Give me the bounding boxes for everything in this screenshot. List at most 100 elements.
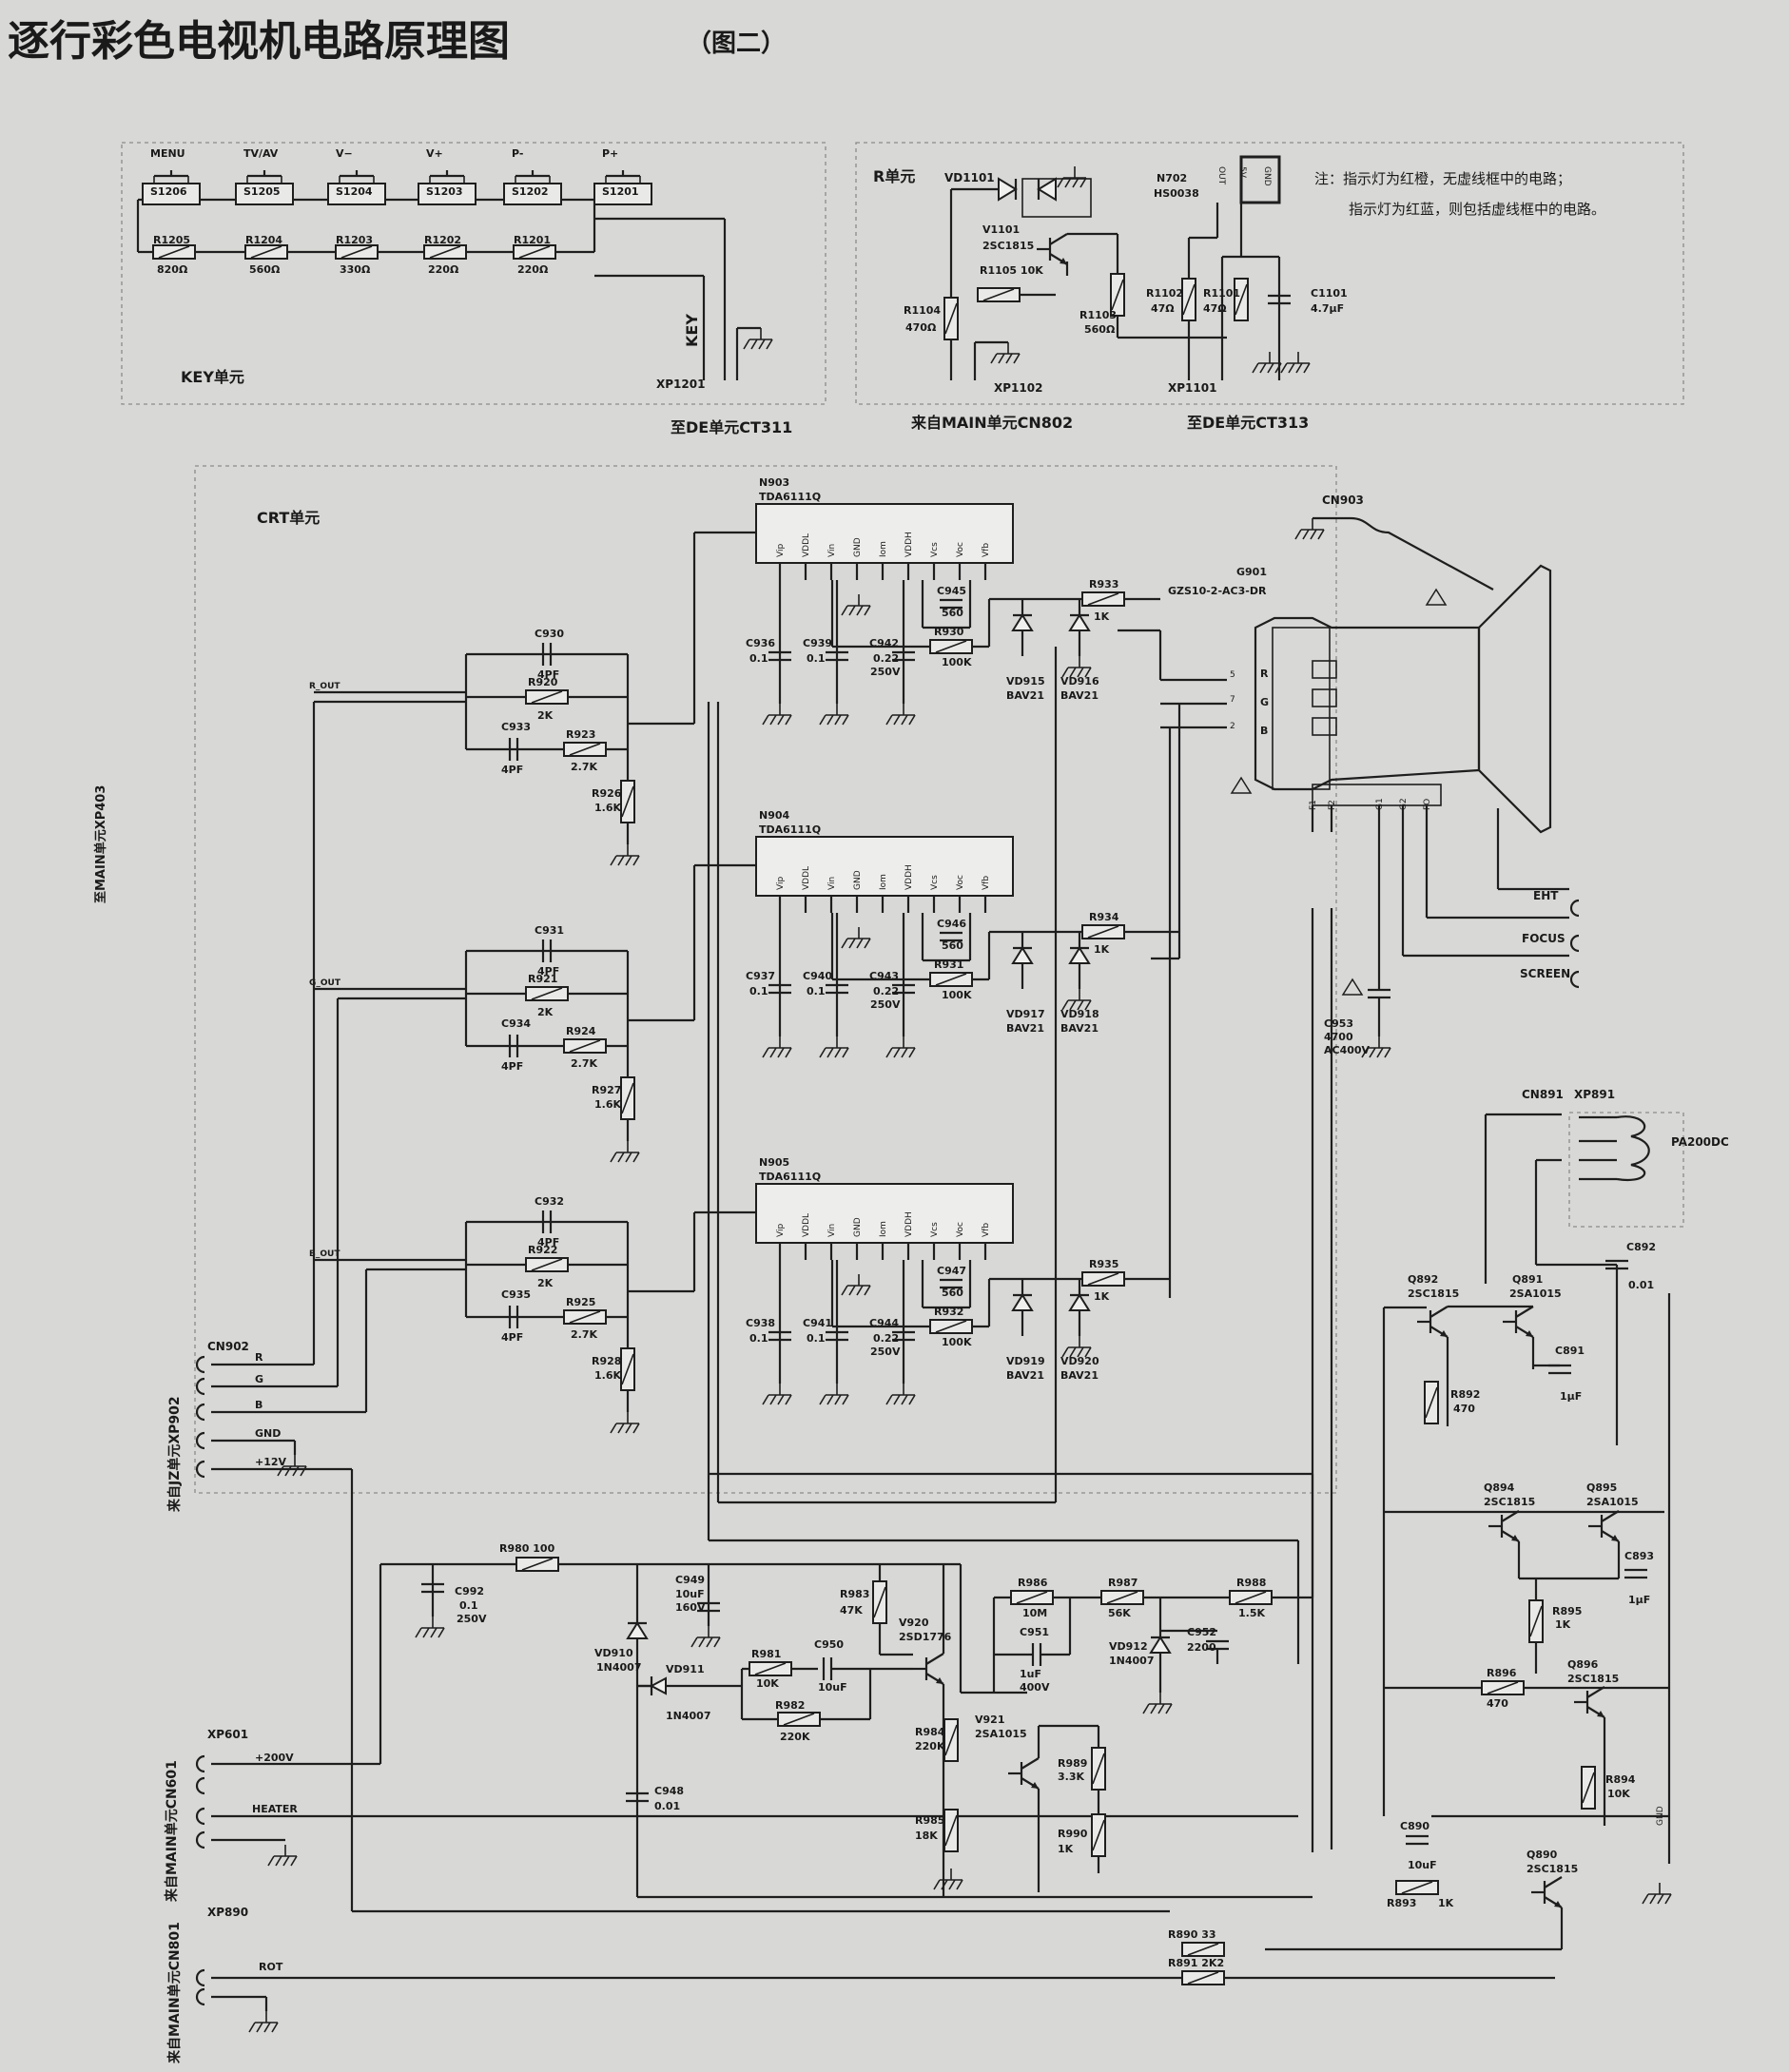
r987-val: 56K <box>1108 1607 1131 1619</box>
c-in-ref: C934 <box>501 1017 531 1030</box>
chip-n904 <box>755 836 1014 897</box>
diode1-part: BAV21 <box>1006 1022 1044 1035</box>
c-fb-val: 4PF <box>537 965 559 978</box>
xp1101-label: XP1101 <box>1168 381 1216 395</box>
sup-cap-val-0: 0.1 <box>749 1332 768 1345</box>
hv-supply: XP601 来自MAIN单元CN601 +200V HEATER R980 10… <box>164 1474 1314 1903</box>
xp601-side-label: 来自MAIN单元CN601 <box>164 1760 180 1903</box>
g901-ref: G901 <box>1236 566 1267 578</box>
r983-ref: R983 <box>840 1588 869 1600</box>
cn902-side-label: 来自JZ单元XP902 <box>166 1396 183 1513</box>
vd911-ref: VD911 <box>666 1663 705 1675</box>
c-in-val: 4PF <box>501 1060 523 1073</box>
c-out-val: 560 <box>942 607 963 619</box>
chip-n905 <box>755 1183 1014 1244</box>
c992-volt: 250V <box>457 1613 487 1625</box>
key-unit-frame <box>121 142 826 405</box>
r892-ref: R892 <box>1450 1388 1480 1401</box>
r-in-val: 2.7K <box>571 1057 597 1070</box>
key-res-ref-0: R1205 <box>153 234 190 246</box>
r985-val: 18K <box>915 1830 938 1842</box>
chip-pin-1: VDDL <box>802 1213 811 1237</box>
crt-unit-label: CRT单元 <box>257 509 320 527</box>
tube-pin-7: 7 <box>1230 695 1235 705</box>
schematic-subtitle: （图二） <box>687 29 786 58</box>
r1101-ref: R1101 <box>1203 287 1240 300</box>
r1103-val: 560Ω <box>1084 323 1116 336</box>
r987-ref: R987 <box>1108 1577 1138 1589</box>
chip-pin-4: Iom <box>879 874 888 890</box>
diode1-ref: VD917 <box>1006 1008 1045 1020</box>
c-fb-val: 4PF <box>537 1236 559 1249</box>
diode2-part: BAV21 <box>1060 689 1099 702</box>
c992-ref: C992 <box>455 1585 484 1598</box>
switch-ref-5: S1201 <box>602 185 639 198</box>
switch-name-3: V+ <box>426 147 443 160</box>
r1101-val: 47Ω <box>1203 302 1227 315</box>
to-de-ct313: 至DE单元CT313 <box>1187 414 1309 432</box>
chip-pin-5: VDDH <box>904 864 914 890</box>
n702-ref: N702 <box>1157 172 1187 184</box>
r-out-ref: R930 <box>934 626 964 638</box>
r982-val: 220K <box>780 1731 810 1743</box>
r1104-ref: R1104 <box>904 304 941 317</box>
c951-ref: C951 <box>1020 1626 1049 1638</box>
r990-ref: R990 <box>1058 1828 1088 1840</box>
r-in-ref: R924 <box>566 1025 596 1037</box>
r1102-ref: R1102 <box>1146 287 1183 300</box>
vd910-ref: VD910 <box>594 1647 633 1659</box>
r985-ref: R985 <box>915 1814 944 1827</box>
q895-ref: Q895 <box>1586 1481 1617 1494</box>
c-out-val: 560 <box>942 1287 963 1299</box>
q894-part: 2SC1815 <box>1484 1496 1535 1508</box>
r-fb-val: 2K <box>537 709 554 722</box>
r982-ref: R982 <box>775 1699 805 1712</box>
r-k-val: 1K <box>1094 943 1110 956</box>
gun-pin-4: FO <box>1423 799 1432 810</box>
key-res-ref-2: R1203 <box>336 234 373 246</box>
chip-pin-8: Vfb <box>982 876 991 890</box>
diode2-part: BAV21 <box>1060 1022 1099 1035</box>
sup-cap-val-0: 0.1 <box>749 652 768 665</box>
vd912-ref: VD912 <box>1109 1640 1148 1653</box>
c949-ref: C949 <box>675 1574 705 1586</box>
vd910-part: 1N4007 <box>596 1661 641 1674</box>
r890-label: R890 33 <box>1168 1928 1216 1941</box>
chip-ref: N904 <box>759 809 790 822</box>
sup-cap-ref-0: C938 <box>746 1317 775 1329</box>
r893-ref: R893 <box>1387 1897 1416 1909</box>
tube-g-label: G <box>1260 696 1269 708</box>
c-out-val: 560 <box>942 939 963 952</box>
tube-pin-5: 5 <box>1230 670 1235 680</box>
gun-pin-3: G2 <box>1399 798 1409 810</box>
sup-cap-val-1: 0.1 <box>807 652 826 665</box>
c891-ref: C891 <box>1555 1345 1585 1357</box>
q896-part: 2SC1815 <box>1567 1673 1619 1685</box>
r-k-val: 1K <box>1094 610 1110 623</box>
screen-label: SCREEN <box>1520 967 1570 980</box>
r895-val: 1K <box>1555 1618 1571 1631</box>
g901-part: GZS10-2-AC3-DR <box>1168 585 1267 597</box>
c950-val: 10uF <box>818 1681 847 1694</box>
q891-ref: Q891 <box>1512 1273 1543 1286</box>
c950-ref: C950 <box>814 1638 844 1651</box>
switch-ref-0: S1206 <box>150 185 187 198</box>
r988-val: 1.5K <box>1238 1607 1265 1619</box>
r986-ref: R986 <box>1018 1577 1048 1589</box>
heater-label: HEATER <box>252 1803 298 1815</box>
r1104-val: 470Ω <box>905 321 937 334</box>
c953-volt: AC400V <box>1324 1044 1371 1056</box>
note-line-1: 注：指示灯为红橙，无虚线框中的电路； <box>1314 170 1571 187</box>
cn902-connector: CN902 来自JZ单元XP902 至MAIN单元XP403 RGBGND+12… <box>93 700 1170 1913</box>
r-sh-ref: R927 <box>592 1084 621 1096</box>
sup-cap-ref-1: C941 <box>803 1317 832 1329</box>
r-out-ref: R932 <box>934 1306 963 1318</box>
v1101-ref: V1101 <box>982 223 1020 236</box>
r-sh-val: 1.6K <box>594 1369 621 1382</box>
n702-pin-5v: 5V <box>1237 166 1247 179</box>
c-in-val: 4PF <box>501 764 523 776</box>
chip-pin-5: VDDH <box>904 1211 914 1237</box>
chip-pin-3: GND <box>853 1217 863 1237</box>
c-in-val: 4PF <box>501 1331 523 1344</box>
